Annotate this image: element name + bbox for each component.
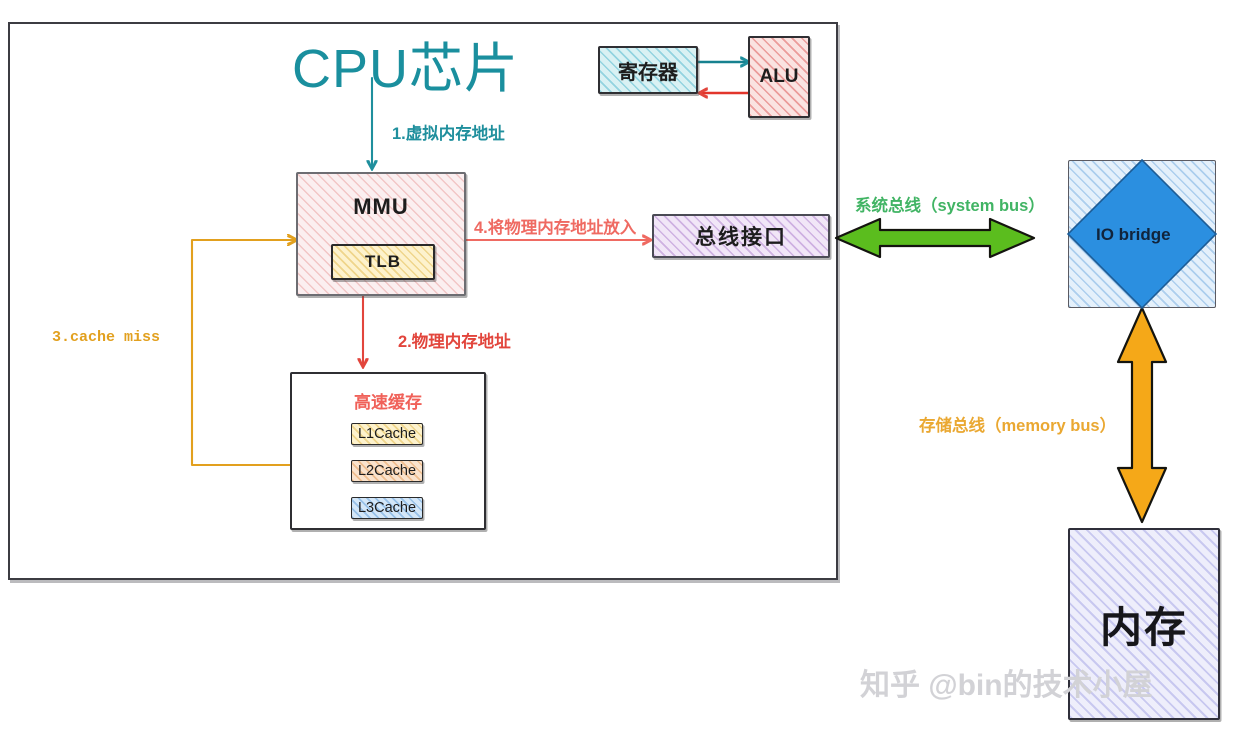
l3-cache-block: L3Cache xyxy=(351,497,423,519)
cpu-chip-title: CPU芯片 xyxy=(292,39,520,99)
mmu-label: MMU xyxy=(353,194,409,219)
register-block: 寄存器 xyxy=(598,46,698,94)
cache-group-title: 高速缓存 xyxy=(354,393,422,412)
l3-cache-label: L3Cache xyxy=(357,500,417,516)
label-step-1-virtual-address: 1.虚拟内存地址 xyxy=(392,125,505,143)
memory-block: 内存 xyxy=(1068,528,1220,720)
label-step-4-put-physical-address: 4.将物理内存地址放入 xyxy=(474,219,637,237)
label-step-2-physical-address: 2.物理内存地址 xyxy=(398,333,511,351)
label-system-bus: 系统总线（system bus） xyxy=(855,197,1045,215)
l2-cache-block: L2Cache xyxy=(351,460,423,482)
label-memory-bus: 存储总线（memory bus） xyxy=(919,417,1117,435)
tlb-label: TLB xyxy=(364,252,402,271)
tlb-block: TLB xyxy=(331,244,435,280)
l1-cache-block: L1Cache xyxy=(351,423,423,445)
system-bus-arrow xyxy=(834,217,1036,259)
register-label: 寄存器 xyxy=(618,61,678,84)
io-bridge-label: IO bridge xyxy=(1096,225,1171,244)
l1-cache-label: L1Cache xyxy=(357,426,417,442)
bus-interface-block: 总线接口 xyxy=(652,214,830,258)
alu-label: ALU xyxy=(759,66,799,87)
label-step-3-cache-miss: 3.cache miss xyxy=(52,329,161,346)
memory-bus-arrow xyxy=(1116,306,1168,524)
bus-interface-label: 总线接口 xyxy=(695,226,787,249)
alu-block: ALU xyxy=(748,36,810,118)
l2-cache-label: L2Cache xyxy=(357,463,417,479)
memory-label: 内存 xyxy=(1099,603,1188,651)
